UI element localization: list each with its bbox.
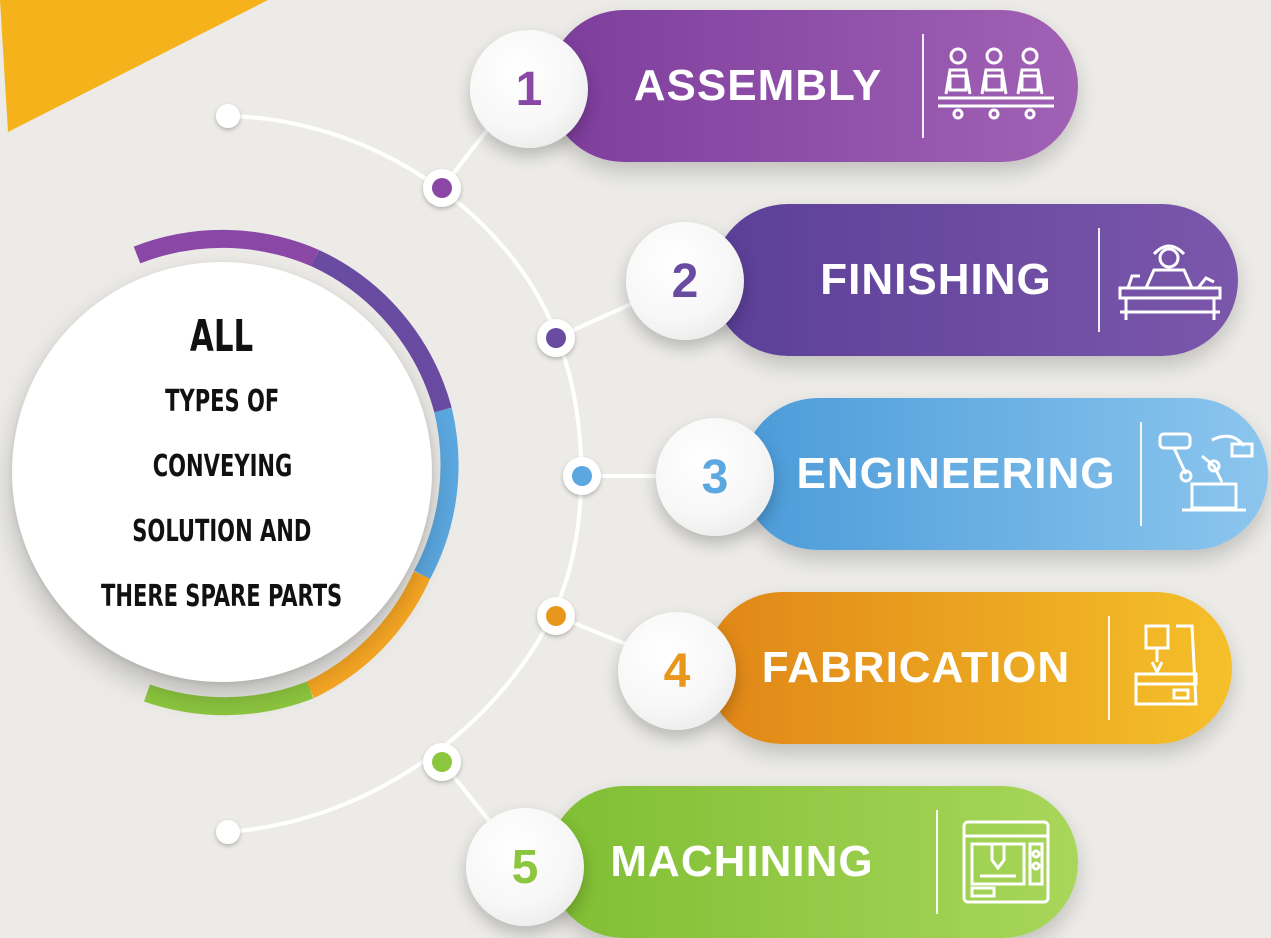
step-pill-machining: MACHINING: [548, 786, 1078, 938]
divider: [1140, 422, 1142, 526]
step-number-1: 1: [470, 30, 588, 148]
center-line-4: THERE SPARE PARTS: [101, 579, 343, 614]
step-label: FINISHING: [820, 255, 1052, 304]
node-dot-2: [537, 319, 575, 357]
divider: [936, 810, 938, 914]
divider: [1098, 228, 1100, 332]
step-pill-engineering: ENGINEERING: [742, 398, 1268, 550]
step-label: ENGINEERING: [796, 449, 1116, 498]
assembly-workers-icon: [938, 47, 1054, 120]
step-label: MACHINING: [610, 837, 874, 886]
center-circle: ALL TYPES OF CONVEYING SOLUTION AND THER…: [12, 262, 432, 682]
arc-end-dot: [216, 104, 240, 128]
step-pill-fabrication: FABRICATION: [706, 592, 1232, 744]
robotic-arm-icon: [1158, 432, 1254, 512]
step-number-3: 3: [656, 418, 774, 536]
step-number-5: 5: [466, 808, 584, 926]
center-line-1: TYPES OF: [164, 384, 280, 419]
divider: [922, 34, 924, 138]
node-dot-5: [423, 743, 461, 781]
drilling-machine-icon: [1134, 624, 1198, 706]
node-dot-4: [537, 597, 575, 635]
step-number-4: 4: [618, 612, 736, 730]
step-label: FABRICATION: [761, 643, 1071, 692]
step-pill-assembly: ASSEMBLY: [548, 10, 1078, 162]
arc-end-dot: [216, 820, 240, 844]
step-number-2: 2: [626, 222, 744, 340]
center-line-2: CONVEYING: [152, 449, 292, 484]
center-line-3: SOLUTION AND: [132, 514, 312, 549]
worker-at-bench-icon: [1118, 244, 1222, 320]
colored-ring: [133, 229, 459, 716]
step-pill-finishing: FINISHING: [712, 204, 1238, 356]
cnc-machine-icon: [962, 820, 1050, 904]
corner-accent: [0, 0, 268, 132]
node-dot-1: [423, 169, 461, 207]
step-label: ASSEMBLY: [633, 61, 883, 110]
center-title: ALL: [190, 311, 254, 362]
node-dot-3: [563, 457, 601, 495]
divider: [1108, 616, 1110, 720]
